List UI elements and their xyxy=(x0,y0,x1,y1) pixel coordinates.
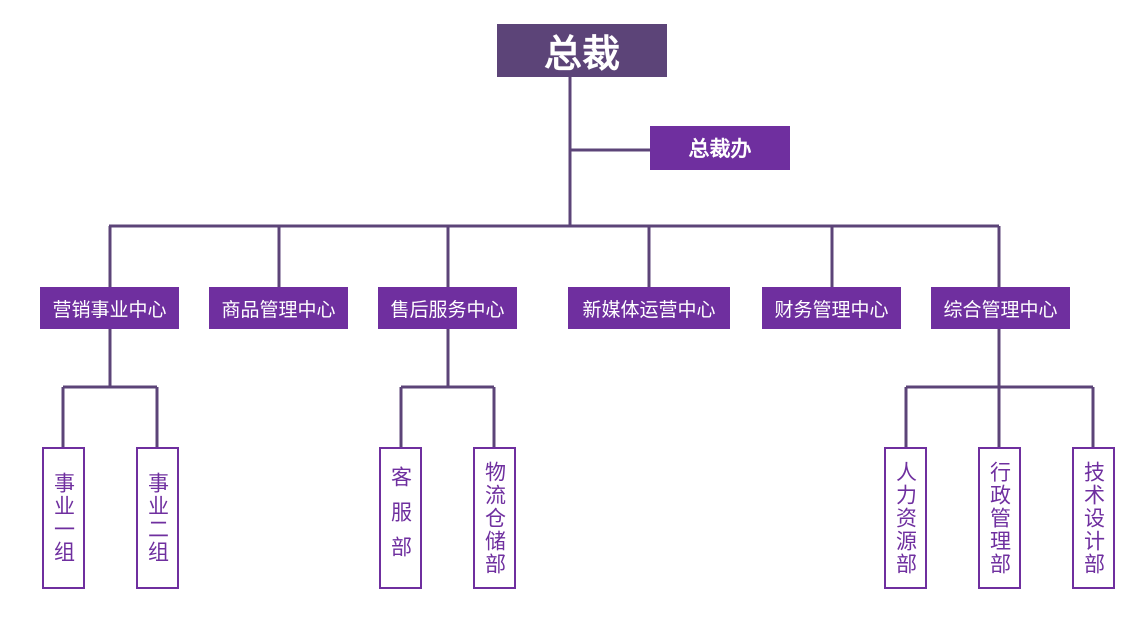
dept-customer-service: 客服部 xyxy=(379,447,422,589)
center-finance: 财务管理中心 xyxy=(762,287,901,329)
dept-administration: 行政管理部 xyxy=(978,447,1021,589)
center-new-media: 新媒体运营中心 xyxy=(568,287,730,329)
center-product-management: 商品管理中心 xyxy=(209,287,348,329)
dept-business-group-2: 事业二组 xyxy=(136,447,179,589)
center-general-management: 综合管理中心 xyxy=(931,287,1070,329)
center-marketing: 营销事业中心 xyxy=(40,287,179,329)
dept-logistics-warehouse: 物流仓储部 xyxy=(473,447,516,589)
ceo-office-node: 总裁办 xyxy=(650,126,790,170)
dept-technical-design: 技术设计部 xyxy=(1072,447,1115,589)
dept-human-resources: 人力资源部 xyxy=(884,447,927,589)
dept-business-group-1: 事业一组 xyxy=(42,447,85,589)
center-after-sales: 售后服务中心 xyxy=(378,287,517,329)
ceo-node: 总裁 xyxy=(497,24,667,77)
